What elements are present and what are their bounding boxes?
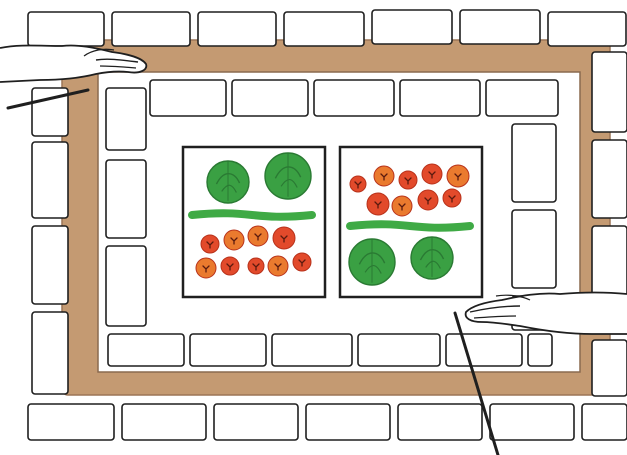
brick [283, 11, 365, 47]
brick [581, 403, 627, 441]
brick [459, 9, 541, 45]
inner-brick-wall [105, 79, 559, 367]
tomato [292, 252, 312, 272]
brick [371, 9, 453, 45]
cabbage [410, 236, 454, 280]
brick [271, 333, 353, 367]
brick [189, 333, 267, 367]
tomato [247, 257, 265, 275]
tomato [421, 163, 443, 185]
brick [31, 225, 69, 305]
tomato [417, 189, 439, 211]
brick [511, 123, 557, 203]
tomato [349, 175, 367, 193]
tomato [442, 188, 462, 208]
brick [111, 11, 191, 47]
tomato [272, 226, 296, 250]
brick [357, 333, 441, 367]
brick [313, 79, 395, 117]
cabbage [264, 152, 312, 200]
orange-fruit [247, 225, 269, 247]
brick [511, 209, 557, 289]
orange-fruit [267, 255, 289, 277]
cabbage [348, 238, 396, 286]
brick [527, 333, 553, 367]
brick [27, 11, 105, 47]
brick [591, 339, 627, 397]
outer-brick-wall [27, 9, 627, 441]
orange-fruit [223, 229, 245, 251]
brick [107, 333, 185, 367]
tomato [200, 234, 220, 254]
brick [445, 333, 523, 367]
brick [591, 225, 627, 297]
brick [31, 141, 69, 219]
brick [105, 245, 147, 327]
tomato [220, 256, 240, 276]
orange-fruit [446, 164, 470, 188]
brick [197, 11, 277, 47]
brick [485, 79, 559, 117]
left-hand [0, 44, 148, 110]
brick [213, 403, 299, 441]
brick [31, 311, 69, 395]
cabbage [206, 160, 250, 204]
brick [547, 11, 627, 47]
brick [591, 139, 627, 219]
brick [591, 51, 627, 133]
orange-fruit [195, 257, 217, 279]
brick [105, 159, 147, 239]
brick [149, 79, 227, 117]
left-tray [181, 145, 327, 299]
brick [105, 87, 147, 151]
leek [188, 209, 316, 221]
orange-fruit [391, 195, 413, 217]
right-hand [453, 291, 627, 455]
right-tray [338, 145, 484, 299]
brick [397, 403, 483, 441]
tomato [366, 192, 390, 216]
brick [121, 403, 207, 441]
brick [27, 403, 115, 441]
leek [346, 220, 474, 232]
orange-fruit [373, 165, 395, 187]
brick [399, 79, 481, 117]
brick [305, 403, 391, 441]
brick [231, 79, 309, 117]
brick [489, 403, 575, 441]
tomato [398, 170, 418, 190]
